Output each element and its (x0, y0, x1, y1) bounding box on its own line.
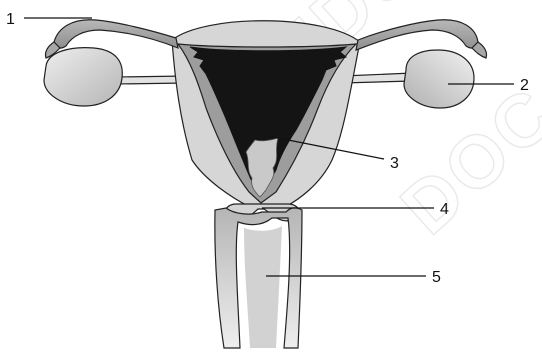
ovary-right (404, 50, 474, 108)
label-4: 4 (440, 201, 449, 218)
label-3: 3 (390, 155, 399, 172)
label-5: 5 (432, 269, 441, 286)
vaginal-lumen (244, 226, 282, 348)
label-1: 1 (6, 11, 15, 28)
ovary-left (44, 48, 122, 106)
label-2: 2 (520, 77, 529, 94)
fallopian-tube-left (54, 20, 178, 48)
